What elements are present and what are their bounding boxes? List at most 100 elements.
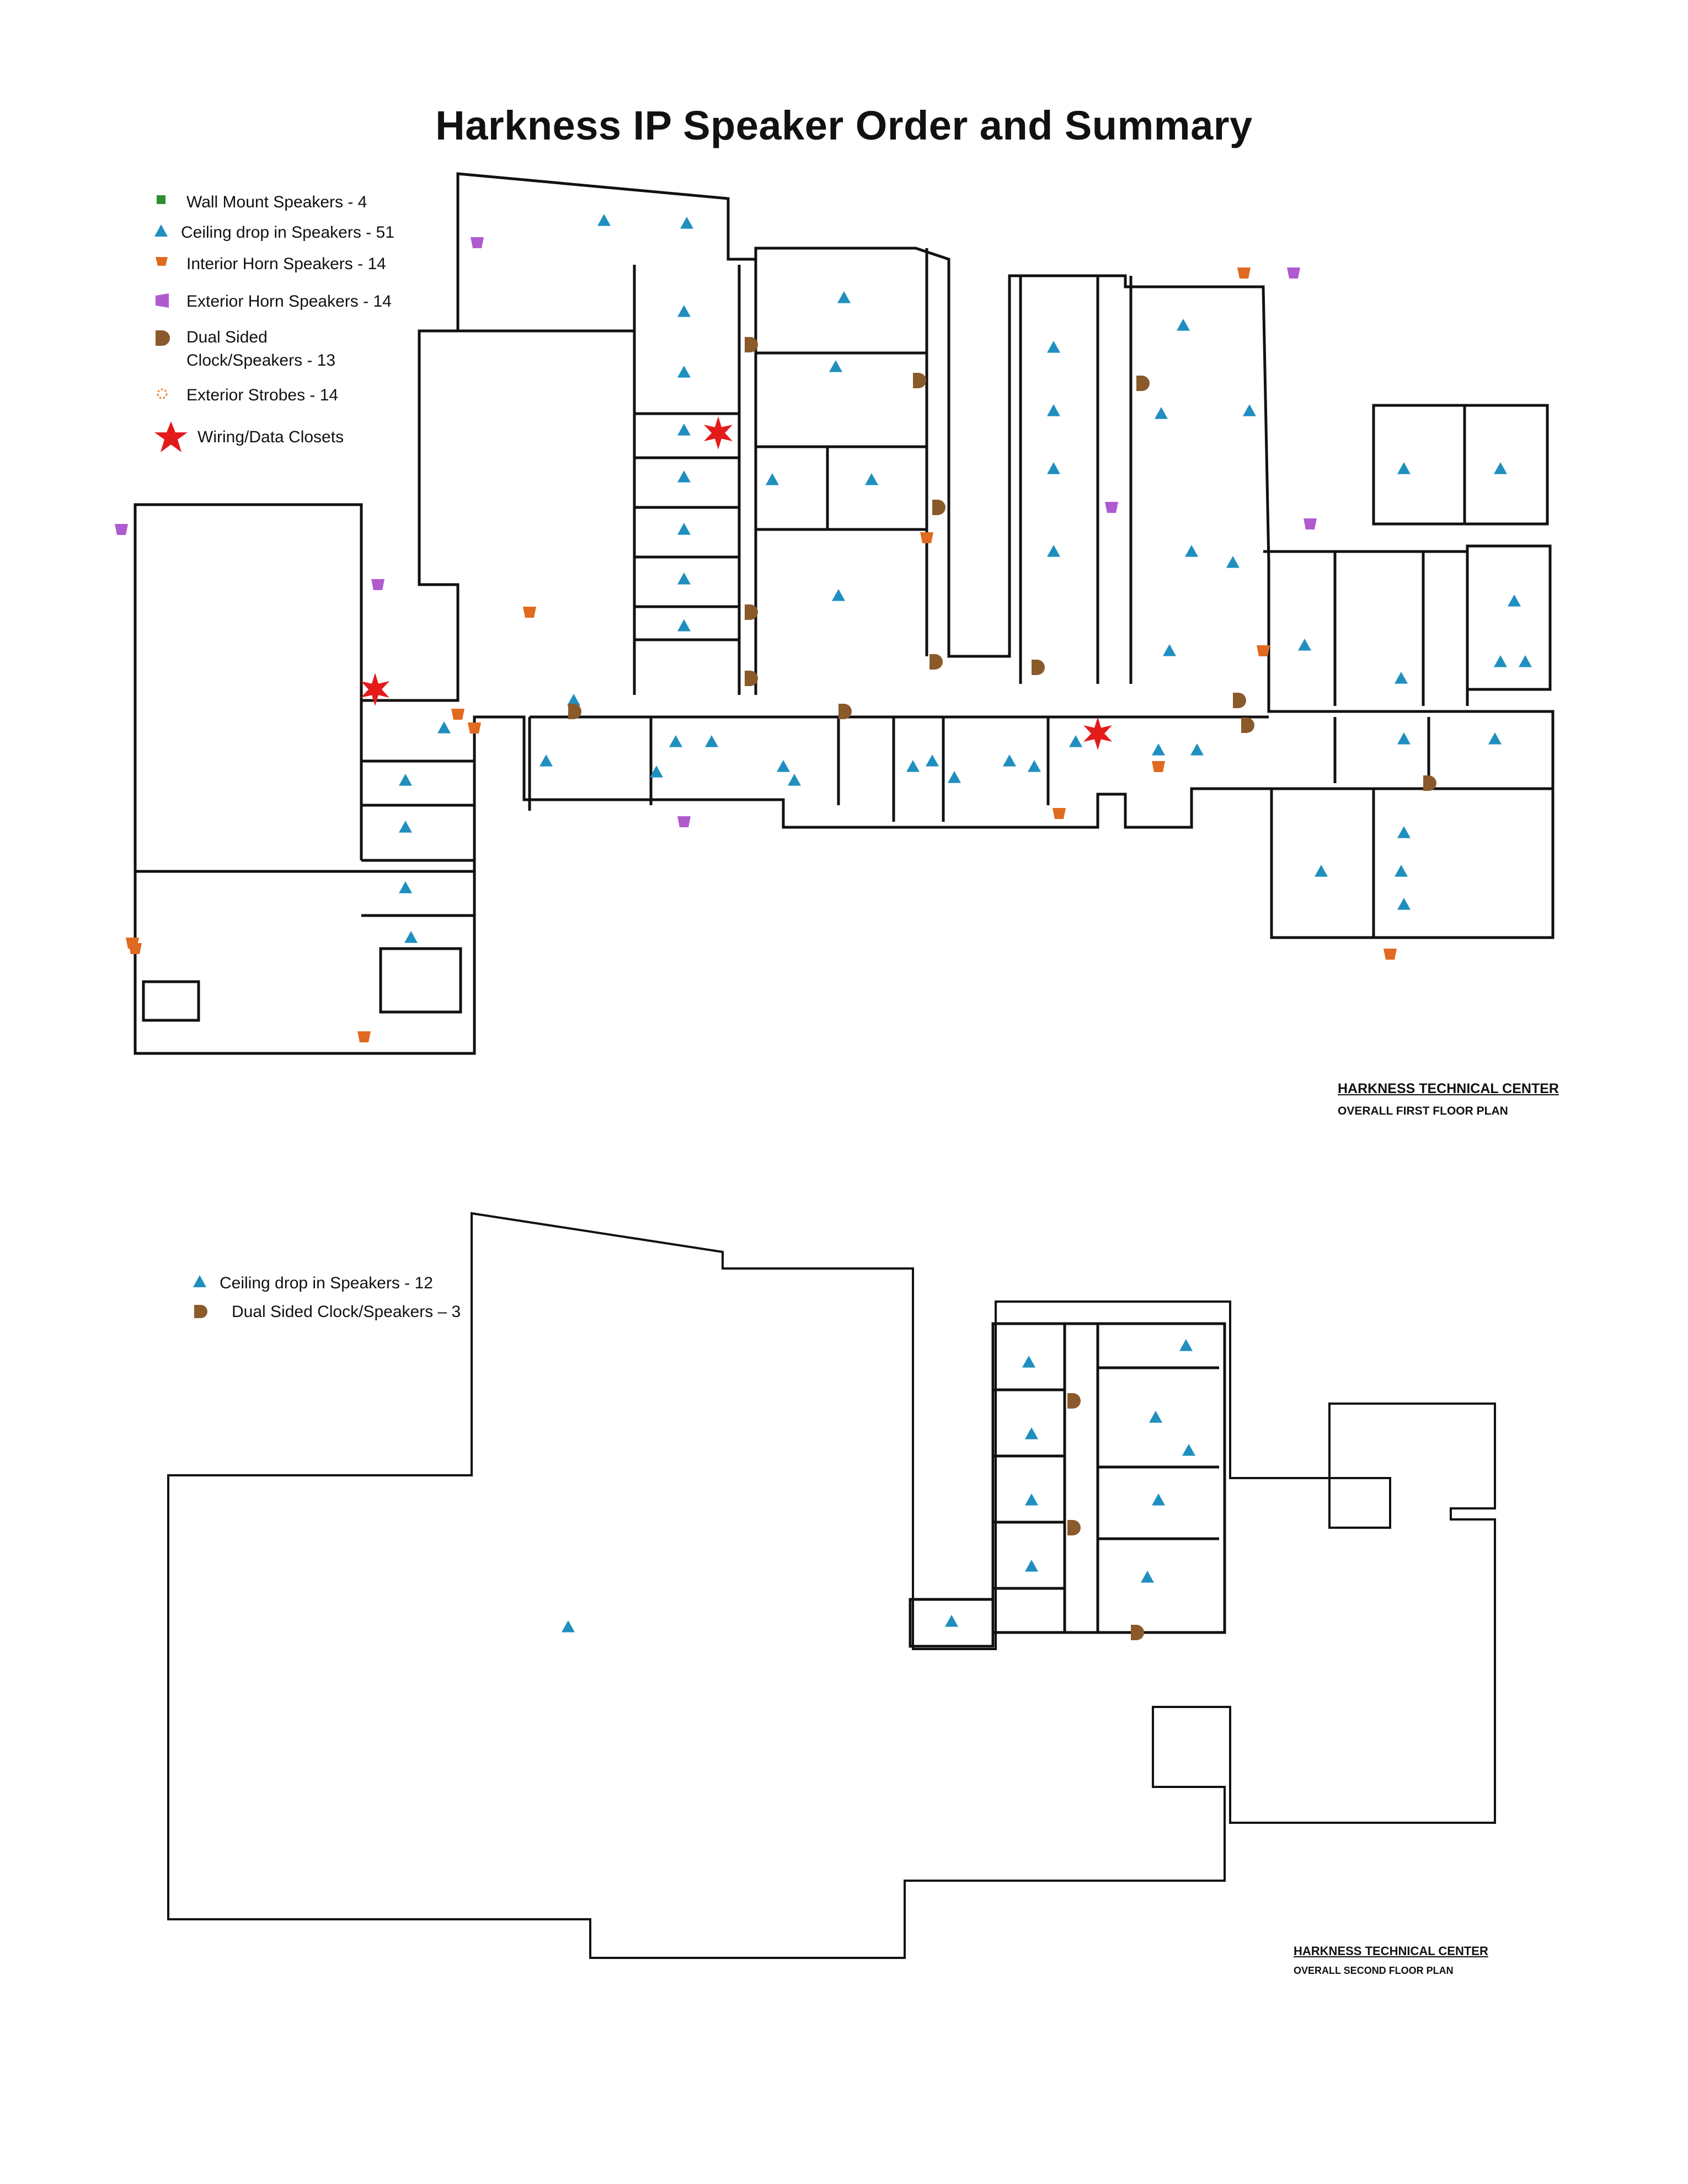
clock-speaker-marker: [745, 337, 758, 352]
clock-speaker-marker: [932, 500, 946, 515]
ceiling-speaker-marker: [680, 217, 693, 229]
ceiling-speaker-marker: [562, 1620, 575, 1632]
strobe-icon: [157, 388, 168, 399]
ceiling-speaker-marker: [1182, 1444, 1195, 1456]
horn-speaker-marker: [115, 524, 128, 535]
legend-label: Exterior Horn Speakers - 14: [186, 292, 392, 311]
plan-subtitle: OVERALL SECOND FLOOR PLAN: [1294, 1965, 1454, 1976]
closet-star-markers: [361, 416, 1112, 750]
ceiling-speaker-marker: [1397, 462, 1411, 474]
ceiling-speaker-icon: [193, 1275, 206, 1287]
legend-label-line2: Clock/Speakers - 13: [186, 351, 336, 370]
clock-speaker-marker: [913, 373, 926, 388]
ceiling-speaker-marker: [1155, 407, 1168, 419]
closet-star-marker: [704, 416, 733, 449]
legend-label: Interior Horn Speakers - 14: [186, 255, 386, 273]
legend-label: Wiring/Data Closets: [197, 428, 344, 446]
ceiling-speaker-marker: [1069, 735, 1082, 747]
ceiling-speaker-marker: [1190, 743, 1204, 756]
closet-star-icon: [154, 421, 188, 452]
horn-speaker-marker: [677, 816, 691, 827]
ceiling-speaker-marker: [1395, 672, 1408, 684]
clock-speaker-markers: [568, 337, 1436, 1640]
ceiling-speaker-marker: [1047, 545, 1060, 557]
first-floor-plan-title: HARKNESS TECHNICAL CENTER OVERALL FIRST …: [1338, 1081, 1559, 1118]
clock-speaker-marker: [1136, 376, 1150, 391]
clock-speaker-marker: [745, 604, 758, 620]
ceiling-speaker-marker: [945, 1615, 958, 1627]
ceiling-speaker-marker: [777, 760, 790, 772]
legend-label: Dual Sided Clock/Speakers – 3: [232, 1303, 461, 1321]
ceiling-speaker-marker: [1149, 1411, 1162, 1423]
ceiling-speaker-marker: [1003, 754, 1016, 767]
clock-speaker-marker: [1131, 1625, 1144, 1640]
ceiling-speaker-marker: [1025, 1494, 1038, 1506]
clock-speaker-marker: [1067, 1393, 1081, 1409]
second-floor-plan-title: HARKNESS TECHNICAL CENTER OVERALL SECOND…: [1294, 1944, 1488, 1977]
ceiling-speaker-marker: [1152, 743, 1165, 756]
clock-speaker-marker: [1241, 718, 1254, 733]
ceiling-speaker-icon: [154, 224, 168, 237]
clock-speaker-marker: [568, 704, 581, 719]
ceiling-speaker-marker: [1047, 404, 1060, 416]
ceiling-speaker-marker: [677, 572, 691, 585]
horn-speaker-marker: [1237, 267, 1251, 279]
horn-speaker-marker: [1304, 518, 1317, 529]
ceiling-speaker-marker: [399, 881, 412, 893]
ceiling-speaker-marker: [766, 473, 779, 485]
clock-speaker-icon: [194, 1305, 207, 1318]
interior-horn-icon: [156, 257, 168, 266]
ceiling-speaker-marker: [788, 774, 801, 786]
clock-speaker-marker: [745, 671, 758, 686]
clock-speaker-marker: [930, 654, 943, 670]
horn-speaker-marker: [471, 237, 484, 248]
ceiling-speaker-marker: [1047, 462, 1060, 474]
ceiling-speaker-marker: [1508, 595, 1521, 607]
plan-title: HARKNESS TECHNICAL CENTER: [1338, 1081, 1559, 1096]
horn-speaker-marker: [1105, 502, 1118, 513]
ceiling-speaker-marker: [539, 754, 553, 767]
ceiling-speaker-marker: [1047, 341, 1060, 353]
exterior-horn-icon: [156, 293, 169, 308]
ceiling-speaker-marker: [948, 771, 961, 783]
ceiling-speaker-marker: [1152, 1494, 1165, 1506]
ceiling-speaker-marker: [1022, 1356, 1035, 1368]
ceiling-speaker-marker: [1163, 644, 1176, 656]
horn-speaker-marker: [129, 943, 142, 954]
ceiling-speaker-marker: [1141, 1571, 1154, 1583]
ceiling-speaker-marker: [597, 214, 611, 226]
ceiling-speaker-marker: [399, 774, 412, 786]
ceiling-speaker-marker: [1177, 319, 1190, 331]
ceiling-speaker-marker: [1488, 732, 1502, 745]
ceiling-speaker-marker: [1226, 556, 1240, 568]
second-floor-legend: Ceiling drop in Speakers - 12 Dual Sided…: [193, 1274, 524, 1329]
ceiling-speaker-marker: [1243, 404, 1256, 416]
horn-speaker-markers: [115, 237, 1397, 1042]
ceiling-speaker-marker: [1395, 865, 1408, 877]
horn-speaker-marker: [1287, 267, 1300, 279]
ceiling-speaker-marker: [1025, 1560, 1038, 1572]
ceiling-speaker-marker: [1397, 732, 1411, 745]
closet-star-marker: [1083, 717, 1112, 750]
plan-title: HARKNESS TECHNICAL CENTER: [1294, 1944, 1488, 1958]
ceiling-speaker-marker: [1028, 760, 1041, 772]
ceiling-speaker-marker: [404, 931, 418, 943]
clock-speaker-marker: [838, 704, 852, 719]
ceiling-speaker-marker: [677, 366, 691, 378]
ceiling-speaker-marker: [1025, 1427, 1038, 1439]
ceiling-speaker-marker: [567, 694, 580, 706]
ceiling-speaker-marker: [677, 305, 691, 317]
first-floor-legend: Wall Mount Speakers - 4 Ceiling drop in …: [154, 193, 408, 458]
ceiling-speaker-marker: [1494, 462, 1507, 474]
ceiling-speaker-marker: [677, 619, 691, 631]
ceiling-speaker-marker: [1298, 639, 1311, 651]
clock-speaker-icon: [156, 330, 170, 346]
page-title: Harkness IP Speaker Order and Summary: [435, 103, 1253, 148]
clock-speaker-marker: [1423, 775, 1436, 791]
clock-speaker-marker: [1067, 1520, 1081, 1535]
ceiling-speaker-marker: [399, 821, 412, 833]
ceiling-speaker-marker: [677, 523, 691, 535]
horn-speaker-marker: [1152, 761, 1165, 772]
closet-star-marker: [361, 673, 389, 706]
